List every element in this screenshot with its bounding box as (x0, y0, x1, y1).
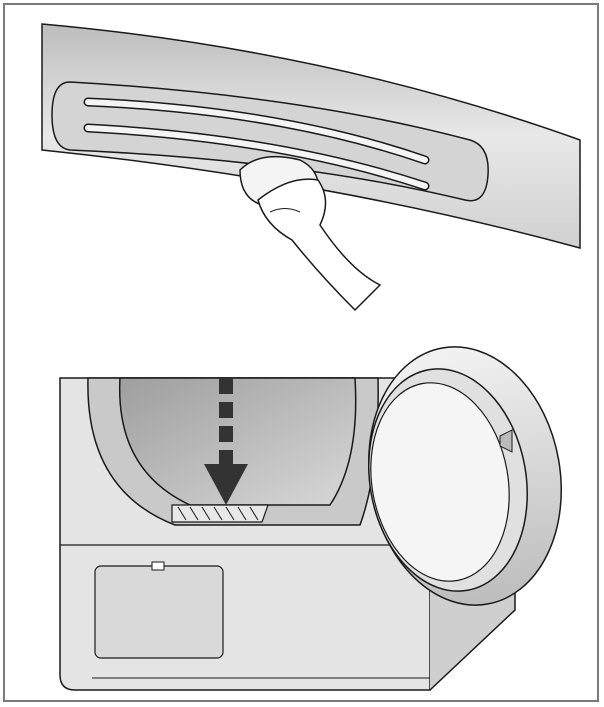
lint-housing-panel (41, 23, 581, 312)
open-door (368, 346, 562, 606)
down-arrow-icon (204, 378, 248, 505)
lower-access-panel (94, 565, 224, 659)
door-latch-icon (499, 429, 513, 453)
lint-filter-grille (171, 504, 269, 523)
hand-with-cloth-icon (239, 155, 382, 312)
figure-frame (3, 3, 599, 702)
dryer-panel (59, 346, 562, 691)
